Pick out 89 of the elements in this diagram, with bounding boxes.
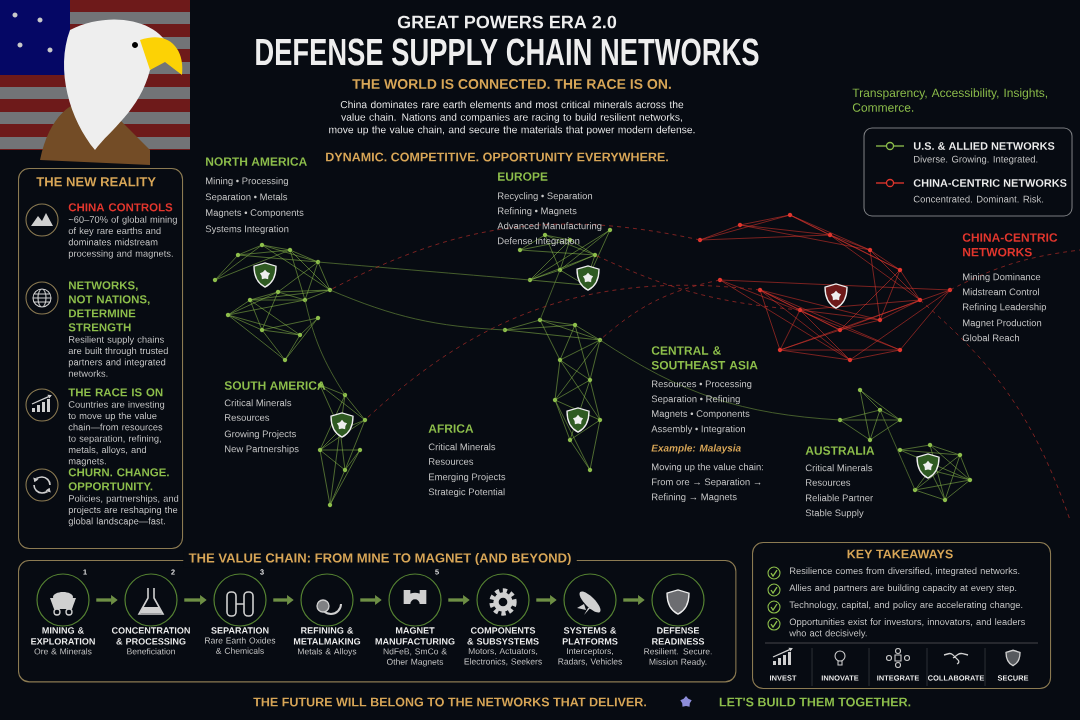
step-title: COMPONENTS & SUBSYSTEMS	[467, 627, 539, 645]
region-heading: AUSTRALIA	[805, 446, 875, 455]
region-detail: Refining → Magnets	[652, 493, 737, 503]
region-heading: AFRICA	[428, 424, 474, 433]
region-detail: Defense Integration	[498, 237, 580, 247]
region-heading: SOUTH AMERICA	[224, 381, 326, 390]
takeaway-text: Opportunities exist for investors, innovators, and leaders who act decisively.	[789, 618, 1025, 639]
section-title: NETWORKS, NOT NATIONS, DETERMINE STRENGTH	[68, 281, 150, 332]
section-text: ~60–70% of global mining of key rare earths and dominates midstream processing and magnets.	[68, 215, 177, 259]
panel-heading: THE NEW REALITY	[36, 177, 156, 187]
legend-label: U.S. & ALLIED NETWORKS	[913, 142, 1055, 150]
arrow	[273, 595, 294, 605]
region-heading: CHINA-CENTRIC NETWORKS	[962, 233, 1058, 257]
arrow	[536, 595, 557, 605]
region-detail: Magnet Production	[963, 319, 1042, 329]
example-label: Example: Malaysia	[651, 444, 741, 454]
region-detail: Advanced Manufacturing	[497, 222, 602, 232]
panel-heading: THE VALUE CHAIN: FROM MINE TO MAGNET (AND BEYOND)	[183, 550, 577, 568]
section-title: CHINA CONTROLS	[68, 203, 173, 212]
region-heading: EUROPE	[498, 172, 548, 181]
supertitle: GREAT POWERS ERA 2.0	[397, 15, 617, 29]
step-subtitle: Interceptors, Radars, Vehicles	[558, 648, 622, 666]
region-detail: Emerging Projects	[429, 473, 506, 483]
region-detail: Growing Projects	[224, 430, 296, 440]
step-title: CONCENTRATION & PROCESSING	[111, 627, 190, 645]
region-heading: NORTH AMERICA	[206, 157, 307, 166]
region-detail: Assembly • Integration	[651, 425, 745, 435]
step-subtitle: Metals & Alloys	[298, 648, 357, 657]
tagline: Transparency, Accessibility, Insights, Commerce.	[852, 88, 1048, 112]
step-subtitle: NdFeB, SmCo & Other Magnets	[383, 648, 447, 667]
step-title: SYSTEMS & PLATFORMS	[562, 627, 618, 645]
tagline: THE WORLD IS CONNECTED. THE RACE IS ON.	[352, 79, 671, 89]
step-subtitle: Ore & Minerals	[34, 648, 92, 655]
region-detail: Strategic Potential	[428, 488, 505, 498]
step-subtitle: Rare Earth Oxides & Chemicals	[205, 637, 276, 654]
arrow	[623, 595, 645, 605]
step-subtitle: Motors, Actuators, Electronics, Seekers	[464, 648, 542, 666]
region-detail: Midstream Control	[963, 288, 1039, 296]
takeaway-text: Technology, capital, and policy are accelerating change.	[789, 601, 1023, 610]
region-detail: Resources	[429, 458, 474, 465]
region-detail: Mining • Processing	[206, 177, 288, 187]
region-detail: Critical Minerals	[428, 443, 496, 451]
region-detail: Critical Minerals	[224, 399, 292, 407]
arrow	[448, 595, 470, 605]
step-title: MAGNET MANUFACTURING	[375, 627, 455, 645]
step-subtitle: Beneficiation	[127, 648, 175, 655]
legend-label: CHINA-CENTRIC NETWORKS	[913, 179, 1067, 187]
region-detail: Stable Supply	[805, 509, 864, 519]
legend-description: Concentrated. Dominant. Risk.	[913, 195, 1044, 203]
step-subtitle: Resilient. Secure. Mission Ready.	[644, 648, 712, 667]
region-detail: Separation • Metals	[205, 193, 288, 203]
region-detail: Separation • Refining	[651, 395, 740, 405]
intro-paragraph: China dominates rare earth elements and most critical minerals across the value chain. Nations and companies are racing to build resilient networks, move up the value chain, and secure the materials that power modern defense.	[329, 100, 695, 136]
slogan: DYNAMIC. COMPETITIVE. OPPORTUNITY EVERYWHERE.	[326, 152, 668, 162]
panel-heading: KEY TAKEAWAYS	[847, 549, 953, 559]
step-title: MINING & EXPLORATION	[31, 627, 95, 645]
region-detail: From ore → Separation →	[652, 478, 761, 488]
region-detail: Refining Leadership	[963, 303, 1047, 313]
region-detail: Critical Minerals	[805, 464, 873, 472]
region-detail: Resources • Processing	[652, 380, 752, 390]
region-detail: Recycling • Separation	[498, 192, 593, 202]
closing-statement: THE FUTURE WILL BELONG TO THE NETWORKS THAT DELIVER.	[253, 697, 646, 707]
arrow	[360, 595, 382, 605]
step-title: REFINING & METALMAKING	[293, 627, 361, 645]
region-detail: Refining • Magnets	[498, 207, 577, 217]
step-title: SEPARATION	[211, 627, 269, 634]
section-title: THE RACE IS ON	[68, 388, 163, 397]
section-title: CHURN. CHANGE. OPPORTUNITY.	[68, 468, 169, 491]
region-detail: Resources	[225, 414, 270, 421]
region-detail: Reliable Partner	[806, 494, 873, 502]
arrow	[96, 595, 118, 605]
arrow	[184, 595, 207, 605]
section-text: Resilient supply chains are built through trusted partners and integrated networks.	[68, 335, 168, 377]
region-detail: New Partnerships	[225, 445, 299, 455]
section-text: Countries are investing to move up the value chain—from resources to separation, refining, metals, alloys, and magnets.	[68, 400, 165, 467]
region-heading: CENTRAL & SOUTHEAST ASIA	[651, 346, 758, 370]
region-detail: Magnets • Components	[652, 410, 750, 419]
takeaway-text: Allies and partners are building capacity at every step.	[789, 584, 1017, 593]
main-title: DEFENSE SUPPLY CHAIN NETWORKS	[256, 38, 759, 66]
region-detail: Global Reach	[962, 334, 1019, 342]
region-detail: Magnets • Components	[206, 209, 304, 218]
step-title: DEFENSE READINESS	[652, 627, 705, 645]
region-detail: Moving up the value chain:	[652, 463, 763, 473]
section-text: Policies, partnerships, and projects are reshaping the global landscape—fast.	[68, 494, 179, 527]
region-detail: Mining Dominance	[963, 273, 1041, 283]
region-detail: Systems Integration	[205, 225, 289, 235]
region-detail: Resources	[806, 479, 851, 486]
takeaway-text: Resilience comes from diversified, integrated networks.	[790, 567, 1020, 576]
legend-description: Diverse. Growing. Integrated.	[914, 155, 1038, 165]
